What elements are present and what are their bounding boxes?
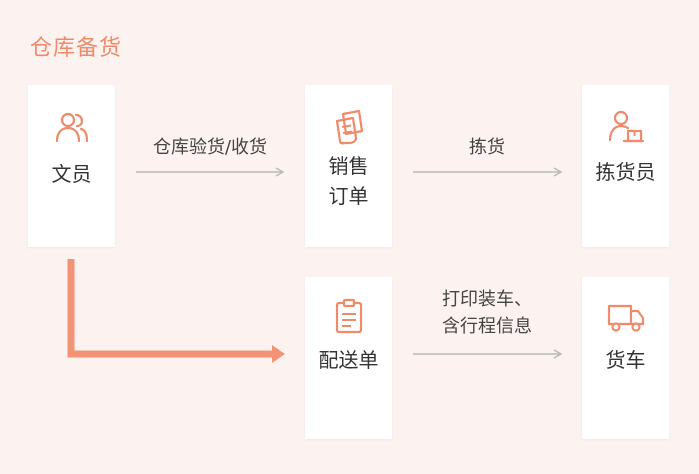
edge-clerk-to-delivery-note-arrowhead xyxy=(272,345,285,363)
node-truck: 货车 xyxy=(582,277,669,439)
node-label-delivery-note: 配送单 xyxy=(318,348,379,372)
node-label-truck: 货车 xyxy=(605,348,646,372)
truck-icon xyxy=(607,304,644,332)
edge-label-sales-order-to-picker: 拣货 xyxy=(469,137,505,158)
node-label-picker: 拣货员 xyxy=(595,160,656,184)
edge-label-clerk-to-sales-order: 仓库验货/收货 xyxy=(152,137,268,158)
node-delivery-note: 配送单 xyxy=(305,277,392,439)
node-clerk: 文员 xyxy=(28,85,115,247)
node-picker: 拣货员 xyxy=(582,85,669,247)
document-icon xyxy=(335,109,363,145)
node-label-sales-order: 销售 订单 xyxy=(328,154,369,208)
node-label-clerk: 文员 xyxy=(51,162,92,186)
diagram-title: 仓库备货 xyxy=(30,36,123,61)
clipboard-icon xyxy=(335,298,362,334)
edge-clerk-to-delivery-note xyxy=(67,259,272,358)
node-sales-order: 销售 订单 xyxy=(305,85,392,247)
users-icon xyxy=(55,112,88,143)
edge-label-delivery-note-to-truck: 打印装车、 含行程信息 xyxy=(442,289,532,337)
picker-icon xyxy=(608,110,644,143)
